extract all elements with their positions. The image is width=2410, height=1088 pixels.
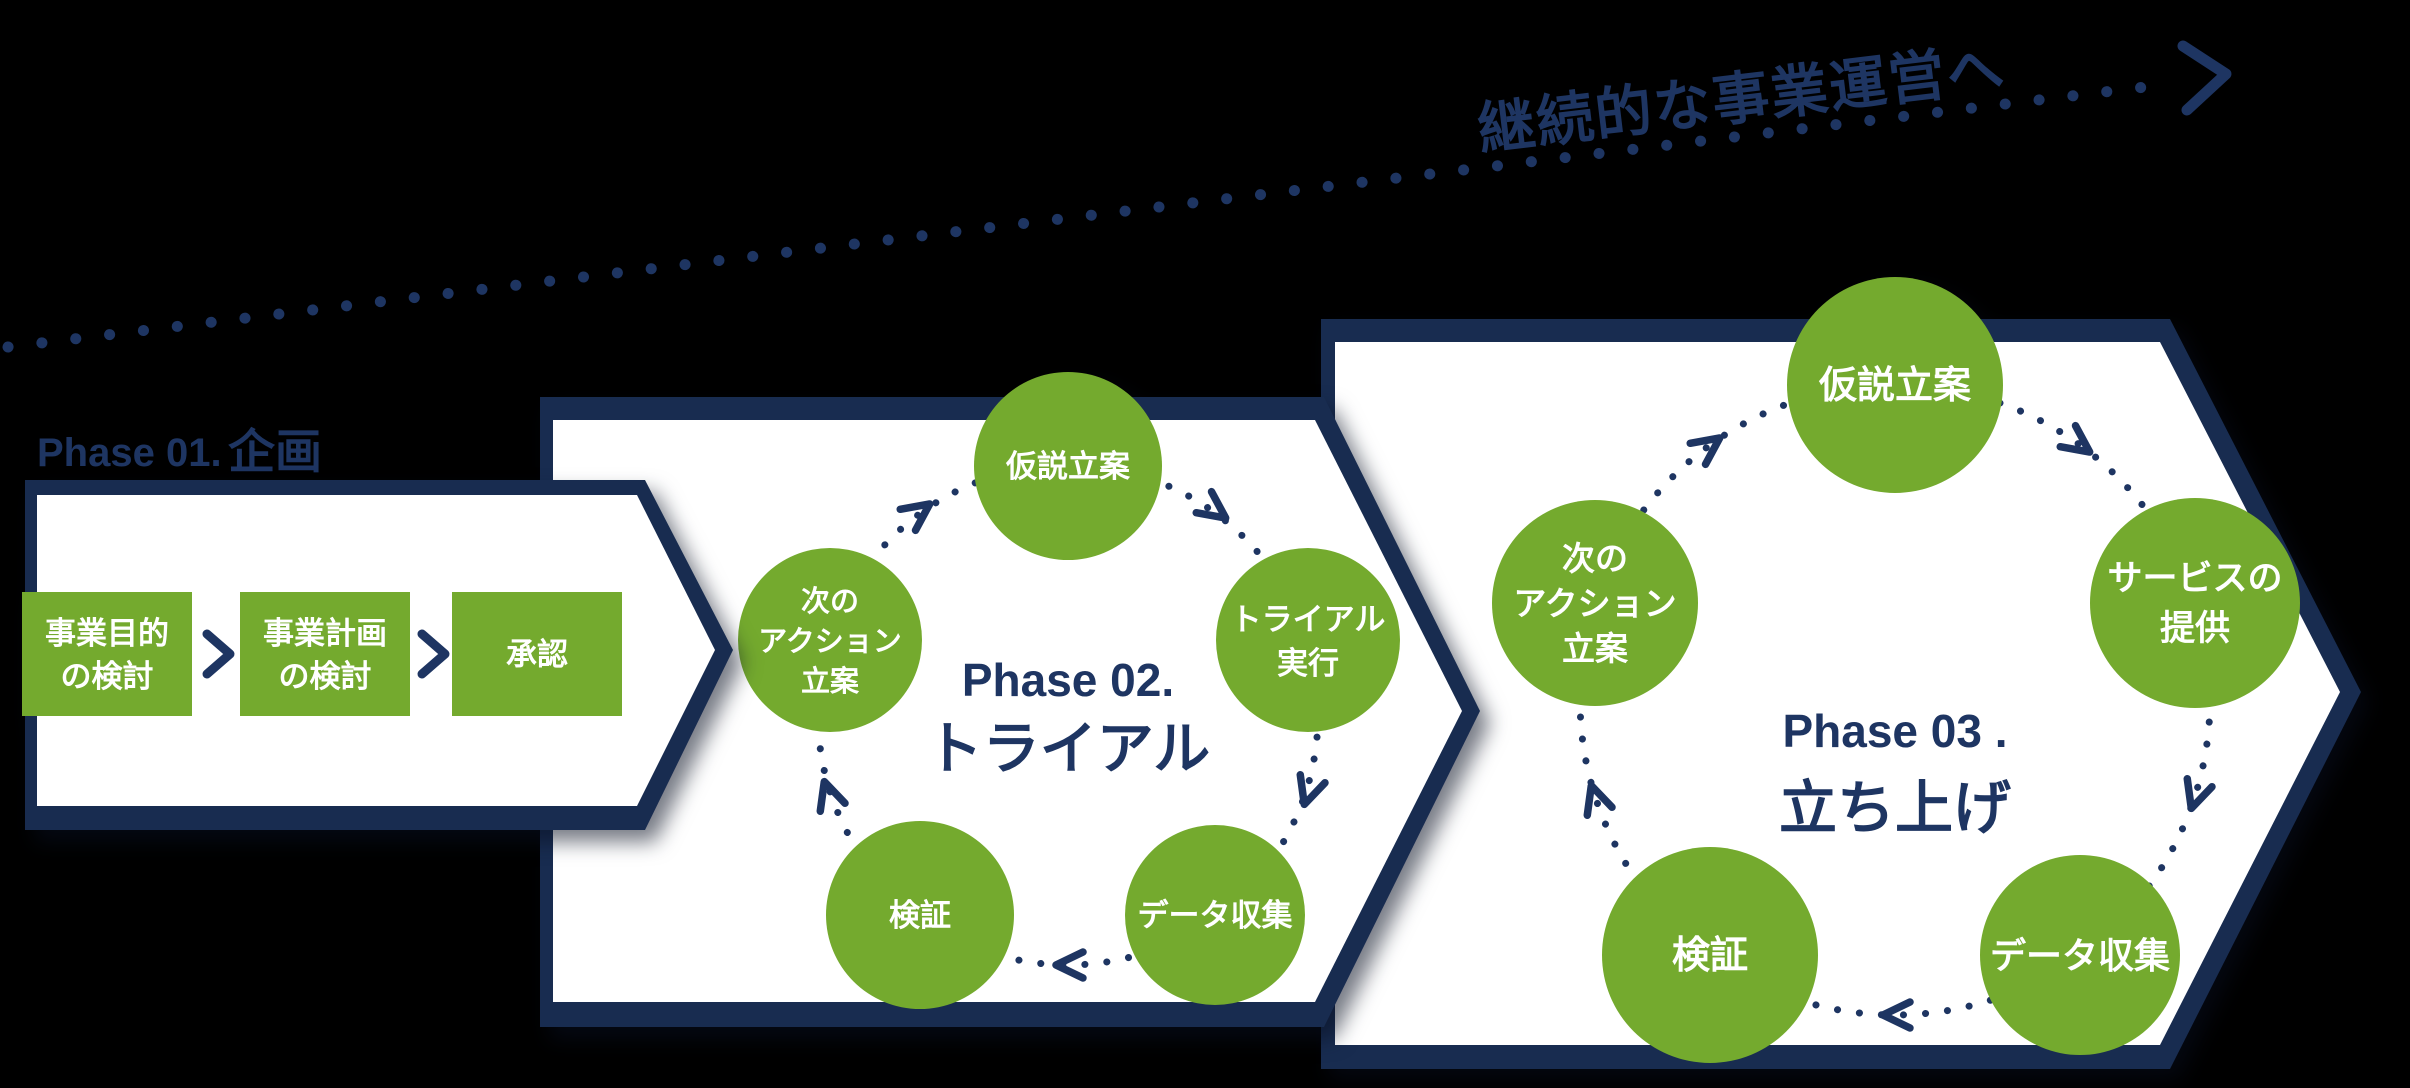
phase-01-label: Phase 01. — [37, 431, 222, 475]
cycle-step-label: 提供 — [2160, 609, 2230, 648]
process-box-label: 事業目的 — [45, 616, 169, 651]
process-box-business-purpose: 事業目的 の検討 — [22, 592, 192, 716]
continuous-operation-label: 継続的な事業運営へ — [1474, 36, 2009, 162]
cycle-circle-verification: 検証 — [826, 821, 1014, 1009]
cycle-arrowhead-icon — [2056, 421, 2094, 456]
cycle-step-label: データ収集 — [1990, 935, 2170, 976]
phase-01-section: Phase 01. 企画 事業目的 の検討 事業計画 の検討 承認 — [22, 425, 733, 830]
cycle-step-label: 実行 — [1277, 646, 1339, 681]
cycle-step-label: 検証 — [889, 898, 951, 933]
phase-03-section: Phase 03 . 立ち上げ 仮説立案 サービスの 提供 データ収集 検証 次… — [1321, 277, 2361, 1069]
process-box-label: 承認 — [506, 637, 568, 672]
cycle-step-label: アクション — [758, 625, 902, 658]
phase-02-title: トライアル — [926, 717, 1210, 781]
cycle-arrowhead-icon — [1052, 948, 1087, 982]
cycle-circle-verification: 検証 — [1602, 847, 1818, 1063]
phase-03-title: 立ち上げ — [1779, 776, 2011, 841]
phase-02-section: Phase 02. トライアル 仮説立案 トライアル 実行 データ収集 検証 次… — [540, 372, 1480, 1027]
cycle-arrowhead-icon — [1192, 487, 1230, 522]
cycle-arrowhead-icon — [1296, 770, 1329, 809]
cycle-step-label: 次の — [1562, 540, 1628, 577]
phase-01-heading: Phase 01. 企画 — [37, 425, 322, 478]
cycle-arrowhead-icon — [2183, 774, 2216, 813]
cycle-circle-next-action: 次の アクション 立案 — [738, 548, 922, 732]
process-box-approval: 承認 — [452, 592, 622, 716]
step-chevron-icon — [202, 629, 235, 679]
cycle-circle-hypothesis: 仮説立案 — [1787, 277, 2003, 493]
cycle-circle-trial-execution: トライアル 実行 — [1216, 548, 1400, 732]
phase-03-label: Phase 03 . — [1782, 705, 2007, 757]
phase-02-label: Phase 02. — [962, 654, 1174, 706]
cycle-step-label: 仮説立案 — [1818, 365, 1972, 407]
cycle-circle-data-collection: データ収集 — [1125, 825, 1305, 1005]
process-box-business-plan: 事業計画 の検討 — [240, 592, 410, 716]
cycle-step-label: アクション — [1513, 585, 1676, 622]
cycle-step-label: サービスの — [2107, 559, 2282, 598]
cycle-circle-next-action: 次の アクション 立案 — [1492, 500, 1698, 706]
cycle-step-label: データ収集 — [1138, 898, 1293, 933]
cycle-step-label: 検証 — [1672, 935, 1748, 977]
cycle-circle-hypothesis: 仮説立案 — [974, 372, 1162, 560]
cycle-step-label: 立案 — [801, 664, 860, 698]
cycle-step-label: 立案 — [1562, 630, 1629, 667]
cycle-arrowhead-icon — [1879, 998, 1914, 1032]
cycle-arrowhead-icon — [1686, 434, 1724, 469]
cycle-step-label: 仮説立案 — [1005, 449, 1131, 484]
cycle-arrowhead-icon — [896, 500, 934, 535]
cycle-arrowhead-icon — [1583, 781, 1616, 820]
cycle-circle-data-collection: データ収集 — [1980, 855, 2180, 1055]
process-box-label: の検討 — [61, 659, 154, 694]
step-chevron-icon — [417, 629, 450, 679]
cycle-step-label: トライアル — [1231, 602, 1386, 637]
phase-01-title: 企画 — [228, 425, 322, 478]
process-box-label: 事業計画 — [263, 616, 387, 651]
cycle-arrowhead-icon — [816, 777, 849, 816]
process-box-label: の検討 — [279, 659, 372, 694]
dotted-line — [2, 78, 2176, 353]
cycle-step-label: 次の — [801, 585, 859, 618]
cycle-circle-service: サービスの 提供 — [2090, 498, 2300, 708]
arrowhead-icon — [2177, 40, 2232, 116]
